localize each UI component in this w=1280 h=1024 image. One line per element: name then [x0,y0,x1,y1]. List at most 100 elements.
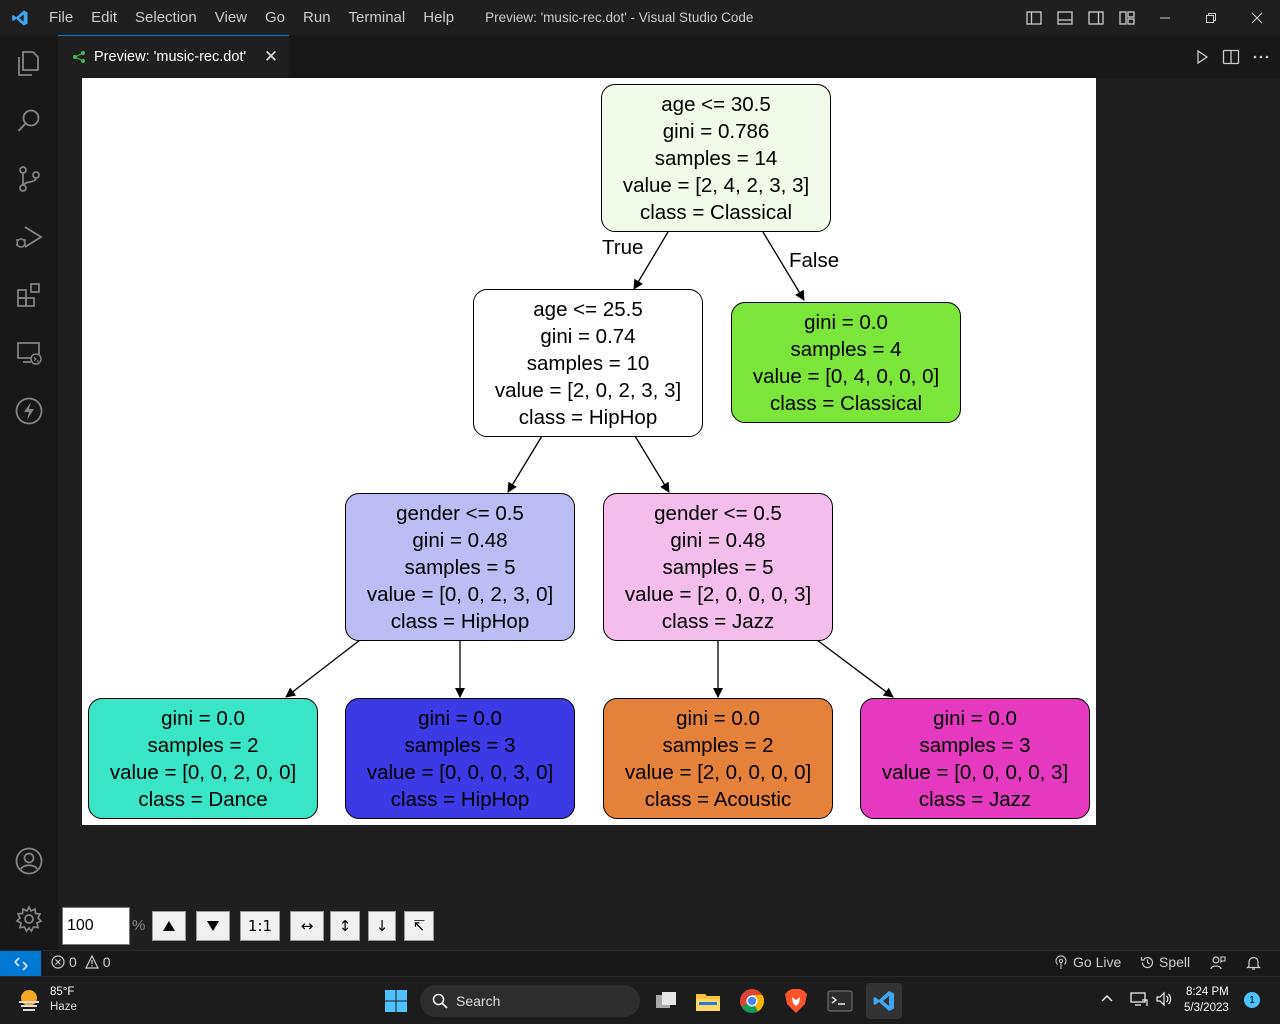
node-line: samples = 2 [662,733,774,757]
notifications-bell-icon[interactable] [1246,955,1261,971]
minimize-icon[interactable] [1142,0,1188,35]
error-icon [51,955,65,969]
volume-icon[interactable] [1155,991,1173,1007]
run-icon[interactable] [1194,49,1210,65]
menu-file[interactable]: File [49,9,74,26]
edge-n3-left [285,639,361,698]
chrome-icon[interactable] [734,983,770,1019]
edge-label-false: False [789,249,840,272]
zoom-input[interactable]: 100 [62,907,130,945]
more-actions-icon[interactable] [1252,49,1270,65]
fit-height-button[interactable]: ↕ [330,911,360,941]
menu-run[interactable]: Run [303,9,331,26]
edge-n1-left [507,435,543,493]
notification-badge[interactable]: 1 [1244,992,1260,1008]
menu-help[interactable]: Help [423,9,455,26]
close-window-icon[interactable] [1234,0,1280,35]
zoom-controls: 100 % 1:1 ↔ ↕ ↓ ↸ [62,907,442,945]
problems-indicator[interactable]: 0 0 [51,954,111,970]
vscode-taskbar-icon[interactable] [866,983,902,1019]
node-line: gini = 0.786 [662,119,770,143]
error-count: 0 [69,954,77,970]
brave-browser-icon[interactable] [778,983,814,1019]
extensions-icon[interactable] [0,271,58,319]
toggle-panel-icon[interactable] [1049,0,1080,35]
toggle-primary-sidebar-icon[interactable] [1018,0,1049,35]
menu-view[interactable]: View [214,9,247,26]
node-line: class = Jazz [661,609,775,633]
taskbar-search[interactable]: Search [420,985,640,1017]
fit-width-button[interactable]: ↔ [290,911,324,941]
search-icon[interactable] [0,97,58,145]
tree-edges [285,231,894,698]
tab-bar: Preview: 'music-rec.dot' ✕ [58,35,1280,78]
weather-temp: 85°F [50,986,75,998]
node-line: value = [0, 0, 0, 0, 3] [881,760,1069,784]
node-line: gender <= 0.5 [396,501,524,525]
remote-indicator-icon[interactable] [0,951,41,976]
node-line: class = HipHop [518,405,658,429]
split-editor-icon[interactable] [1222,49,1240,65]
node-line: gini = 0.74 [540,324,636,348]
node-line: age <= 30.5 [661,92,771,116]
feedback-icon[interactable] [1210,955,1226,971]
node-line: age <= 25.5 [533,297,643,321]
node-line: samples = 2 [147,733,259,757]
tab-close-icon[interactable]: ✕ [263,47,279,66]
node-line: class = Classical [639,200,793,224]
zoom-percent-label: % [132,917,146,934]
zoom-reset-button[interactable]: 1:1 [240,911,280,941]
node-line: value = [2, 4, 2, 3, 3] [622,173,810,197]
open-external-button[interactable]: ↸ [404,911,434,941]
toggle-secondary-sidebar-icon[interactable] [1080,0,1111,35]
menu-go[interactable]: Go [265,9,286,26]
history-icon [1140,955,1155,970]
terminal-icon[interactable] [822,983,858,1019]
edge-root-right [762,231,805,301]
warning-icon [84,955,99,969]
vscode-logo-icon [0,0,40,35]
settings-gear-icon[interactable] [0,895,58,943]
menu-selection[interactable]: Selection [135,9,197,26]
show-hidden-icons-chevron-icon[interactable] [1100,993,1114,1003]
network-icon[interactable] [1130,991,1148,1007]
spell-label: Spell [1159,954,1191,970]
node-line: gini = 0.0 [418,706,502,730]
thunder-client-icon[interactable] [0,387,58,435]
remote-explorer-icon[interactable] [0,329,58,377]
warning-count: 0 [102,954,111,970]
tab-preview[interactable]: Preview: 'music-rec.dot' ✕ [58,35,289,78]
download-button[interactable]: ↓ [368,911,396,941]
node-line: gini = 0.0 [161,706,245,730]
haze-sun-icon [16,987,42,1013]
restore-icon[interactable] [1188,0,1234,35]
menu-edit[interactable]: Edit [91,9,118,26]
source-control-icon[interactable] [0,155,58,203]
spell-check-button[interactable]: Spell [1140,954,1190,970]
zoom-out-button[interactable] [196,911,230,941]
customize-layout-icon[interactable] [1111,0,1142,35]
go-live-button[interactable]: Go Live [1054,954,1121,970]
node-line: gini = 0.48 [670,528,766,552]
node-line: gender <= 0.5 [654,501,782,525]
menu-terminal[interactable]: Terminal [348,9,406,26]
run-debug-icon[interactable] [0,213,58,261]
edge-n4-right [816,639,894,698]
explorer-icon[interactable] [0,39,58,87]
node-line: class = HipHop [390,609,530,633]
file-explorer-icon[interactable] [690,983,726,1019]
windows-start-icon[interactable] [378,983,414,1019]
clock[interactable]: 8:24 PM 5/3/2023 [1184,984,1229,1016]
accounts-icon[interactable] [0,837,58,885]
node-line: samples = 14 [654,146,778,170]
node-line: class = Dance [138,787,268,811]
node-line: gini = 0.0 [933,706,1017,730]
zoom-in-button[interactable] [152,911,186,941]
task-view-icon[interactable] [648,983,684,1019]
weather-widget[interactable]: 85°F Haze [16,985,77,1015]
node-line: class = Jazz [918,787,1032,811]
